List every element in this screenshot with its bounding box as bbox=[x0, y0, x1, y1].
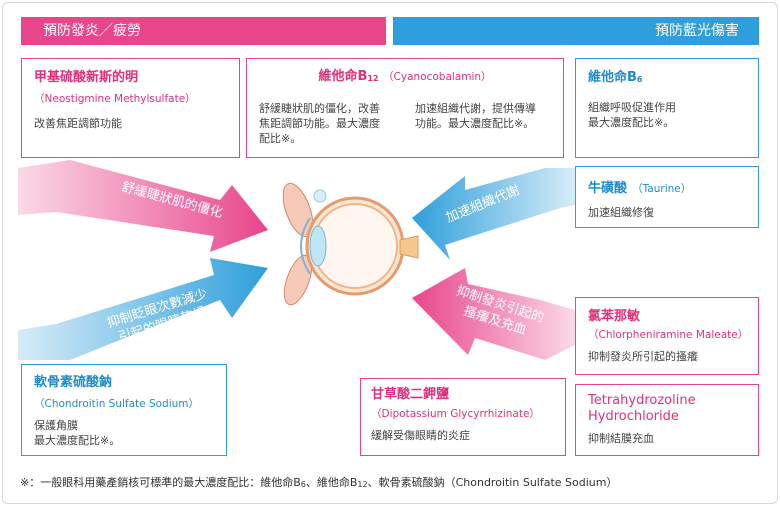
b12-desc-left-2: 焦距調節功能。最大濃度 bbox=[259, 117, 380, 130]
arrow-top-left bbox=[18, 160, 268, 252]
footnote-sub1: 6 bbox=[300, 480, 306, 489]
b6-desc-2: 最大濃度配比※。 bbox=[588, 116, 675, 129]
banner-prevent-blue-light: 預防藍光傷害 bbox=[393, 17, 759, 45]
b12-sub: 12 bbox=[367, 74, 379, 83]
chlorphen-desc: 抑制發炎所引起的搔癢 bbox=[588, 350, 698, 363]
b12-eng: （Cyanocobalamin） bbox=[383, 71, 492, 83]
chlorphen-name: 氯苯那敏 bbox=[588, 309, 641, 324]
box-vitamin-b6: 維他命B6 組織呼吸促進作用 最大濃度配比※。 bbox=[575, 58, 759, 158]
eye-illustration bbox=[282, 182, 419, 306]
taurine-name: 牛磺酸 bbox=[588, 181, 628, 196]
footnote: ※：一般眼科用藥產銷核可標準的最大濃度配比：維他命B6、維他命B12、軟骨素硫酸… bbox=[20, 474, 617, 490]
b6-desc: 組織呼吸促進作用 最大濃度配比※。 bbox=[588, 100, 746, 130]
b6-sub: 6 bbox=[636, 75, 643, 84]
taurine-desc: 加速組織修復 bbox=[588, 206, 654, 219]
taurine-eng: （Taurine） bbox=[632, 183, 692, 195]
b6-name: 維他命B bbox=[588, 70, 637, 85]
box-chondroitin: 軟骨素硫酸鈉 （Chondroitin Sulfate Sodium） 保護角膜… bbox=[21, 364, 227, 456]
arrow-bottom-right bbox=[412, 268, 575, 360]
footnote-part1: ※：一般眼科用藥產銷核可標準的最大濃度配比：維他命B bbox=[20, 476, 301, 489]
neostigmine-name: 甲基硫酸新斯的明 bbox=[34, 70, 139, 85]
footnote-part3: 、軟骨素硫酸鈉（Chondroitin Sulfate Sodium） bbox=[367, 476, 618, 489]
b12-desc-left-1: 舒緩睫狀肌的僵化，改善 bbox=[259, 102, 380, 115]
dipotassium-eng: （Dipotassium Glycyrrhizinate） bbox=[371, 408, 540, 420]
box-neostigmine: 甲基硫酸新斯的明 （Neostigmine Methylsulfate） 改善焦… bbox=[21, 58, 240, 158]
lens bbox=[309, 225, 327, 267]
footnote-sub2: 12 bbox=[357, 480, 368, 489]
tetrahydro-name-2: Hydrochloride bbox=[588, 409, 679, 424]
b12-name: 維他命B bbox=[318, 69, 368, 84]
box-vitamin-b12: 維他命B12 （Cyanocobalamin） 舒緩睫狀肌的僵化，改善 焦距調節… bbox=[246, 58, 564, 158]
tetrahydro-name-1: Tetrahydrozoline bbox=[588, 393, 696, 408]
box-taurine: 牛磺酸 （Taurine） 加速組織修復 bbox=[575, 166, 759, 228]
footnote-part2: 、維他命B bbox=[305, 476, 358, 489]
dipotassium-desc: 緩解受傷眼睛的炎症 bbox=[371, 429, 470, 442]
chlorphen-eng: （Chlorpheniramine Maleate） bbox=[588, 329, 749, 341]
arrow-bottom-left bbox=[18, 258, 268, 360]
b12-desc-right: 加速組織代謝，提供傳導 功能。最大濃度配比※。 bbox=[415, 101, 551, 146]
b12-title: 維他命B12 （Cyanocobalamin） bbox=[259, 69, 551, 87]
b12-desc-right-1: 加速組織代謝，提供傳導 bbox=[415, 102, 536, 115]
b12-desc-right-2: 功能。最大濃度配比※。 bbox=[415, 117, 535, 130]
chondroitin-eng: （Chondroitin Sulfate Sodium） bbox=[34, 398, 200, 410]
tetrahydro-desc: 抑制結膜充血 bbox=[588, 432, 654, 445]
b6-title: 維他命B6 bbox=[588, 70, 746, 88]
box-chlorpheniramine: 氯苯那敏 （Chlorpheniramine Maleate） 抑制發炎所引起的… bbox=[575, 297, 759, 375]
dipotassium-name: 甘草酸二鉀鹽 bbox=[371, 387, 450, 402]
banner-prevent-inflammation: 預防發炎／疲勞 bbox=[21, 17, 386, 45]
neostigmine-eng: （Neostigmine Methylsulfate） bbox=[34, 93, 196, 105]
b12-desc-left-3: 配比※。 bbox=[259, 132, 302, 145]
cornea bbox=[300, 217, 311, 275]
b6-desc-1: 組織呼吸促進作用 bbox=[588, 101, 676, 114]
tear-drop bbox=[313, 189, 327, 203]
chondroitin-desc-2: 最大濃度配比※。 bbox=[34, 434, 121, 447]
chondroitin-name: 軟骨素硫酸鈉 bbox=[34, 375, 113, 390]
b12-desc-left: 舒緩睫狀肌的僵化，改善 焦距調節功能。最大濃度 配比※。 bbox=[259, 101, 399, 146]
b12-desc-columns: 舒緩睫狀肌的僵化，改善 焦距調節功能。最大濃度 配比※。 加速組織代謝，提供傳導… bbox=[259, 101, 551, 146]
neostigmine-desc: 改善焦距調節功能 bbox=[34, 117, 122, 130]
box-dipotassium: 甘草酸二鉀鹽 （Dipotassium Glycyrrhizinate） 緩解受… bbox=[360, 378, 566, 456]
box-tetrahydrozoline: Tetrahydrozoline Hydrochloride 抑制結膜充血 bbox=[575, 384, 759, 456]
chondroitin-desc-1: 保護角膜 bbox=[34, 419, 78, 432]
taurine-title: 牛磺酸 （Taurine） bbox=[588, 177, 746, 197]
optic-nerve bbox=[399, 235, 419, 259]
arrow-top-right bbox=[412, 168, 575, 260]
chondroitin-desc: 保護角膜 最大濃度配比※。 bbox=[34, 418, 214, 448]
